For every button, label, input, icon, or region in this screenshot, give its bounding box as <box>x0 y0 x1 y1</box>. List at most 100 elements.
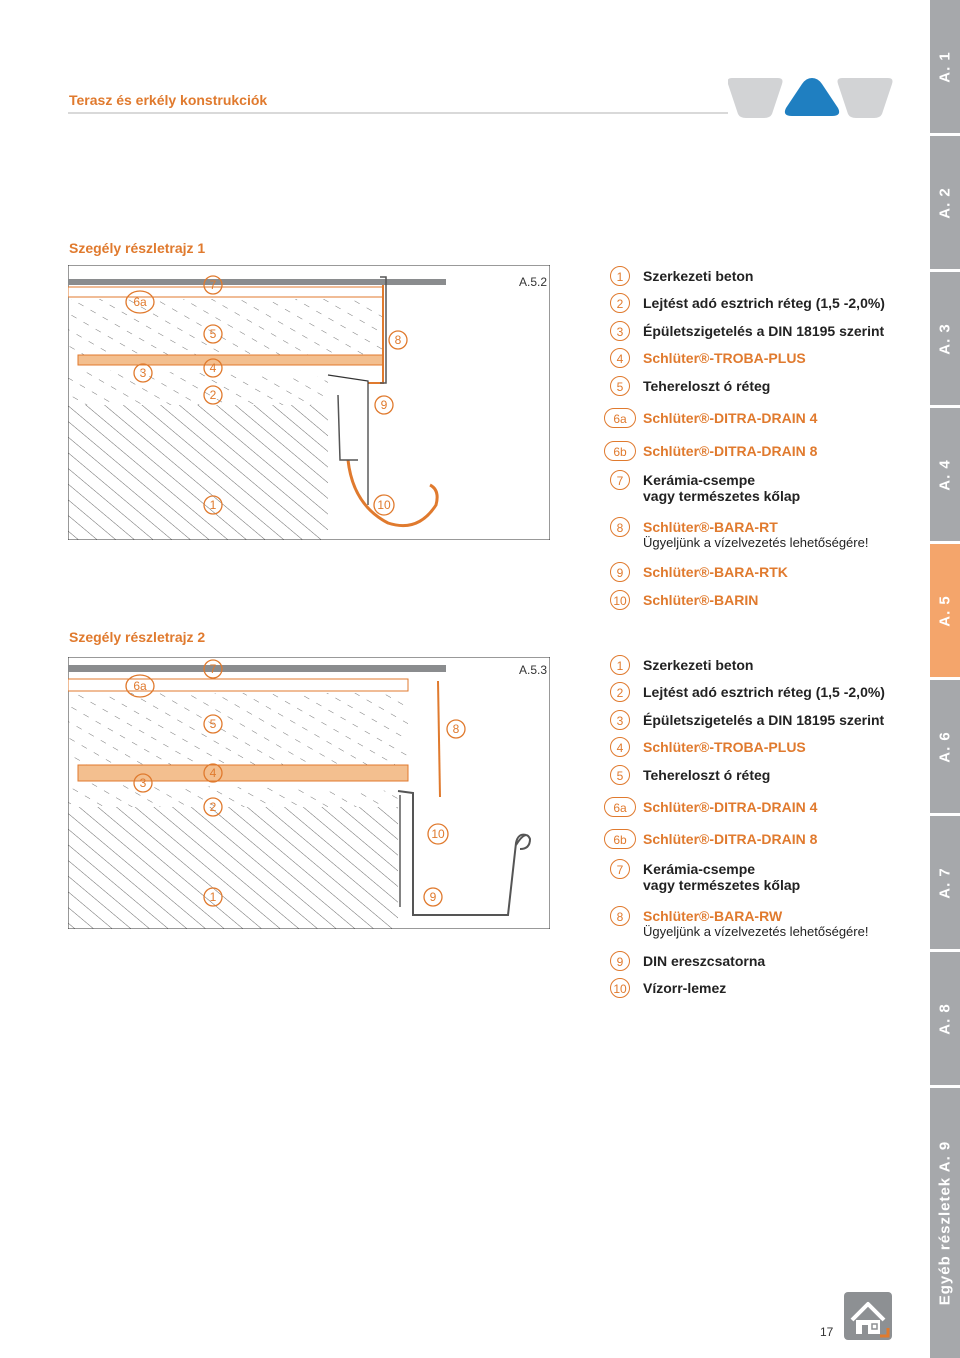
label-9: 9 <box>430 890 437 904</box>
legend-text: Szerkezeti beton <box>643 657 754 673</box>
nav-shape-left[interactable] <box>728 78 783 118</box>
legend-text: Kerámia-csempe <box>643 861 756 877</box>
tab-a9[interactable]: Egyéb részletek A. 9 <box>930 1088 960 1358</box>
legend-number: 4 <box>610 737 630 757</box>
label-6a: 6a <box>133 295 147 309</box>
legend-text: DIN ereszcsatorna <box>643 953 766 969</box>
legend-number: 10 <box>610 978 630 998</box>
header-divider <box>68 112 728 114</box>
nav-shape-right[interactable] <box>837 78 893 118</box>
label-5: 5 <box>210 327 217 341</box>
detail-drawing-2: 7 6a 5 8 3 4 2 10 1 9 <box>68 657 550 929</box>
label-1: 1 <box>210 498 217 512</box>
legend-number: 9 <box>610 562 630 582</box>
drawing-ref-1: A.5.2 <box>519 275 548 289</box>
legend-number: 1 <box>610 266 630 286</box>
legend-text: Szerkezeti beton <box>643 268 754 284</box>
tab-a8[interactable]: A. 8 <box>930 952 960 1085</box>
label-1: 1 <box>210 890 217 904</box>
tab-label: A. 5 <box>936 594 954 627</box>
legend-text: Vízorr-lemez <box>643 980 727 996</box>
legend-number: 3 <box>610 321 630 341</box>
label-2: 2 <box>210 800 217 814</box>
legend-number: 5 <box>610 765 630 785</box>
legend-text-line2: vagy természetes kőlap <box>643 488 801 504</box>
legend-number: 4 <box>610 348 630 368</box>
legend-number: 3 <box>610 710 630 730</box>
legend-text: Schlüter®-TROBA-PLUS <box>643 739 806 755</box>
nav-shapes <box>728 78 893 118</box>
legend-text: Épületszigetelés a DIN 18195 szerint <box>643 323 885 339</box>
drawing-ref-2: A.5.3 <box>519 663 548 677</box>
tab-a4[interactable]: A. 4 <box>930 408 960 541</box>
tab-a5[interactable]: A. 5 <box>930 544 960 677</box>
legend-text: Schlüter®-TROBA-PLUS <box>643 350 806 366</box>
label-2: 2 <box>210 388 217 402</box>
legend-number: 9 <box>610 951 630 971</box>
tab-label: A. 6 <box>936 730 954 763</box>
legend-text: Tehereloszt ó réteg <box>643 767 771 783</box>
page-number: 17 <box>820 1325 834 1339</box>
legend-text: Schlüter®-BARA-RT <box>643 519 778 535</box>
legend-number: 10 <box>610 590 630 610</box>
legend-text: Tehereloszt ó réteg <box>643 378 771 394</box>
legend-number: 5 <box>610 376 630 396</box>
legend-text: Épületszigetelés a DIN 18195 szerint <box>643 712 885 728</box>
detail-drawing-1: 6a 7 5 3 4 2 8 9 1 10 <box>68 265 550 540</box>
label-5: 5 <box>210 717 217 731</box>
legend-number: 6b <box>604 829 636 849</box>
tab-a2[interactable]: A. 2 <box>930 136 960 269</box>
legend-number: 2 <box>610 682 630 702</box>
nav-shape-center[interactable] <box>784 78 840 116</box>
label-8: 8 <box>453 722 460 736</box>
section-title-1: Szegély részletrajz 1 <box>69 240 206 256</box>
label-3: 3 <box>140 776 147 790</box>
label-8: 8 <box>395 333 402 347</box>
legend-number: 6a <box>604 797 636 817</box>
legend-number: 8 <box>610 517 630 537</box>
tab-a7[interactable]: A. 7 <box>930 816 960 949</box>
legend-number: 7 <box>610 859 630 879</box>
legend-number: 6b <box>604 441 636 461</box>
legend-text-line2: vagy természetes kőlap <box>643 877 801 893</box>
tab-label: A. 2 <box>936 186 954 219</box>
tab-a6[interactable]: A. 6 <box>930 680 960 813</box>
legend-number: 7 <box>610 470 630 490</box>
legend-text: Schlüter®-DITRA-DRAIN 4 <box>643 799 818 815</box>
home-icon[interactable] <box>844 1292 892 1340</box>
tab-label: Egyéb részletek A. 9 <box>936 1140 954 1306</box>
label-3: 3 <box>140 366 147 380</box>
legend-note: Ügyeljünk a vízelvezetés lehetőségére! <box>643 535 869 550</box>
legend-text: Lejtést adó esztrich réteg (1,5 -2,0%) <box>643 295 885 311</box>
label-6a: 6a <box>133 679 147 693</box>
tab-label: A. 7 <box>936 866 954 899</box>
tab-label: A. 3 <box>936 322 954 355</box>
tab-label: A. 1 <box>936 50 954 83</box>
tab-label: A. 8 <box>936 1002 954 1035</box>
section-title-2: Szegély részletrajz 2 <box>69 629 206 645</box>
tab-label: A. 4 <box>936 458 954 491</box>
legend-text: Schlüter®-DITRA-DRAIN 8 <box>643 831 818 847</box>
legend-text: Schlüter®-BARIN <box>643 592 759 608</box>
legend-number: 2 <box>610 293 630 313</box>
header-title: Terasz és erkély konstrukciók <box>69 92 268 108</box>
label-4: 4 <box>210 766 217 780</box>
legend-number: 1 <box>610 655 630 675</box>
label-7: 7 <box>210 662 217 676</box>
legend-number: 6a <box>604 408 636 428</box>
legend-text: Lejtést adó esztrich réteg (1,5 -2,0%) <box>643 684 885 700</box>
tab-a3[interactable]: A. 3 <box>930 272 960 405</box>
legend-text: Schlüter®-DITRA-DRAIN 4 <box>643 410 818 426</box>
label-4: 4 <box>210 361 217 375</box>
tab-a1[interactable]: A. 1 <box>930 0 960 133</box>
label-10: 10 <box>377 498 391 512</box>
legend-note: Ügyeljünk a vízelvezetés lehetőségére! <box>643 924 869 939</box>
label-9: 9 <box>381 398 388 412</box>
legend-text: Schlüter®-BARA-RW <box>643 908 783 924</box>
legend-text: Schlüter®-DITRA-DRAIN 8 <box>643 443 818 459</box>
legend-text: Schlüter®-BARA-RTK <box>643 564 788 580</box>
label-10: 10 <box>431 827 445 841</box>
legend-number: 8 <box>610 906 630 926</box>
label-7: 7 <box>210 278 217 292</box>
legend-text: Kerámia-csempe <box>643 472 756 488</box>
